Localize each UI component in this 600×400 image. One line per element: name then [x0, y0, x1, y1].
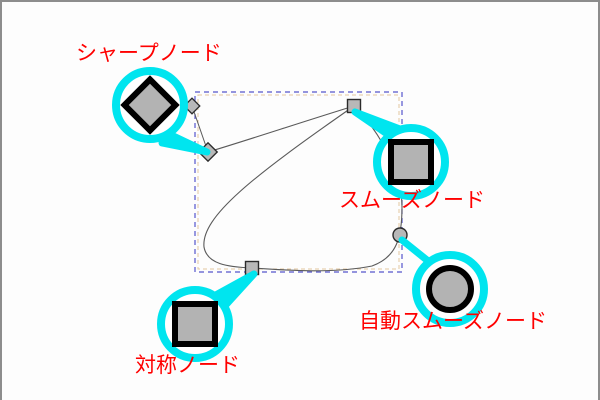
- label-auto-smooth-node: 自動スムーズノード: [359, 309, 547, 333]
- label-symmetric-node: 対称ノード: [135, 353, 240, 377]
- diamond-handle-icon[interactable]: [183, 97, 201, 115]
- label-sharp-node: シャープノード: [76, 41, 222, 65]
- canvas-node-symmetric[interactable]: [244, 260, 260, 276]
- label-smooth-node: スムーズノード: [339, 188, 485, 212]
- bezier-path[interactable]: [203, 105, 403, 272]
- selection-box-inner: [197, 94, 400, 270]
- canvas-node-sharp[interactable]: [197, 141, 219, 163]
- selection-box: [194, 91, 403, 273]
- canvas-node-smooth[interactable]: [346, 98, 362, 114]
- canvas-node-auto-smooth[interactable]: [392, 227, 408, 243]
